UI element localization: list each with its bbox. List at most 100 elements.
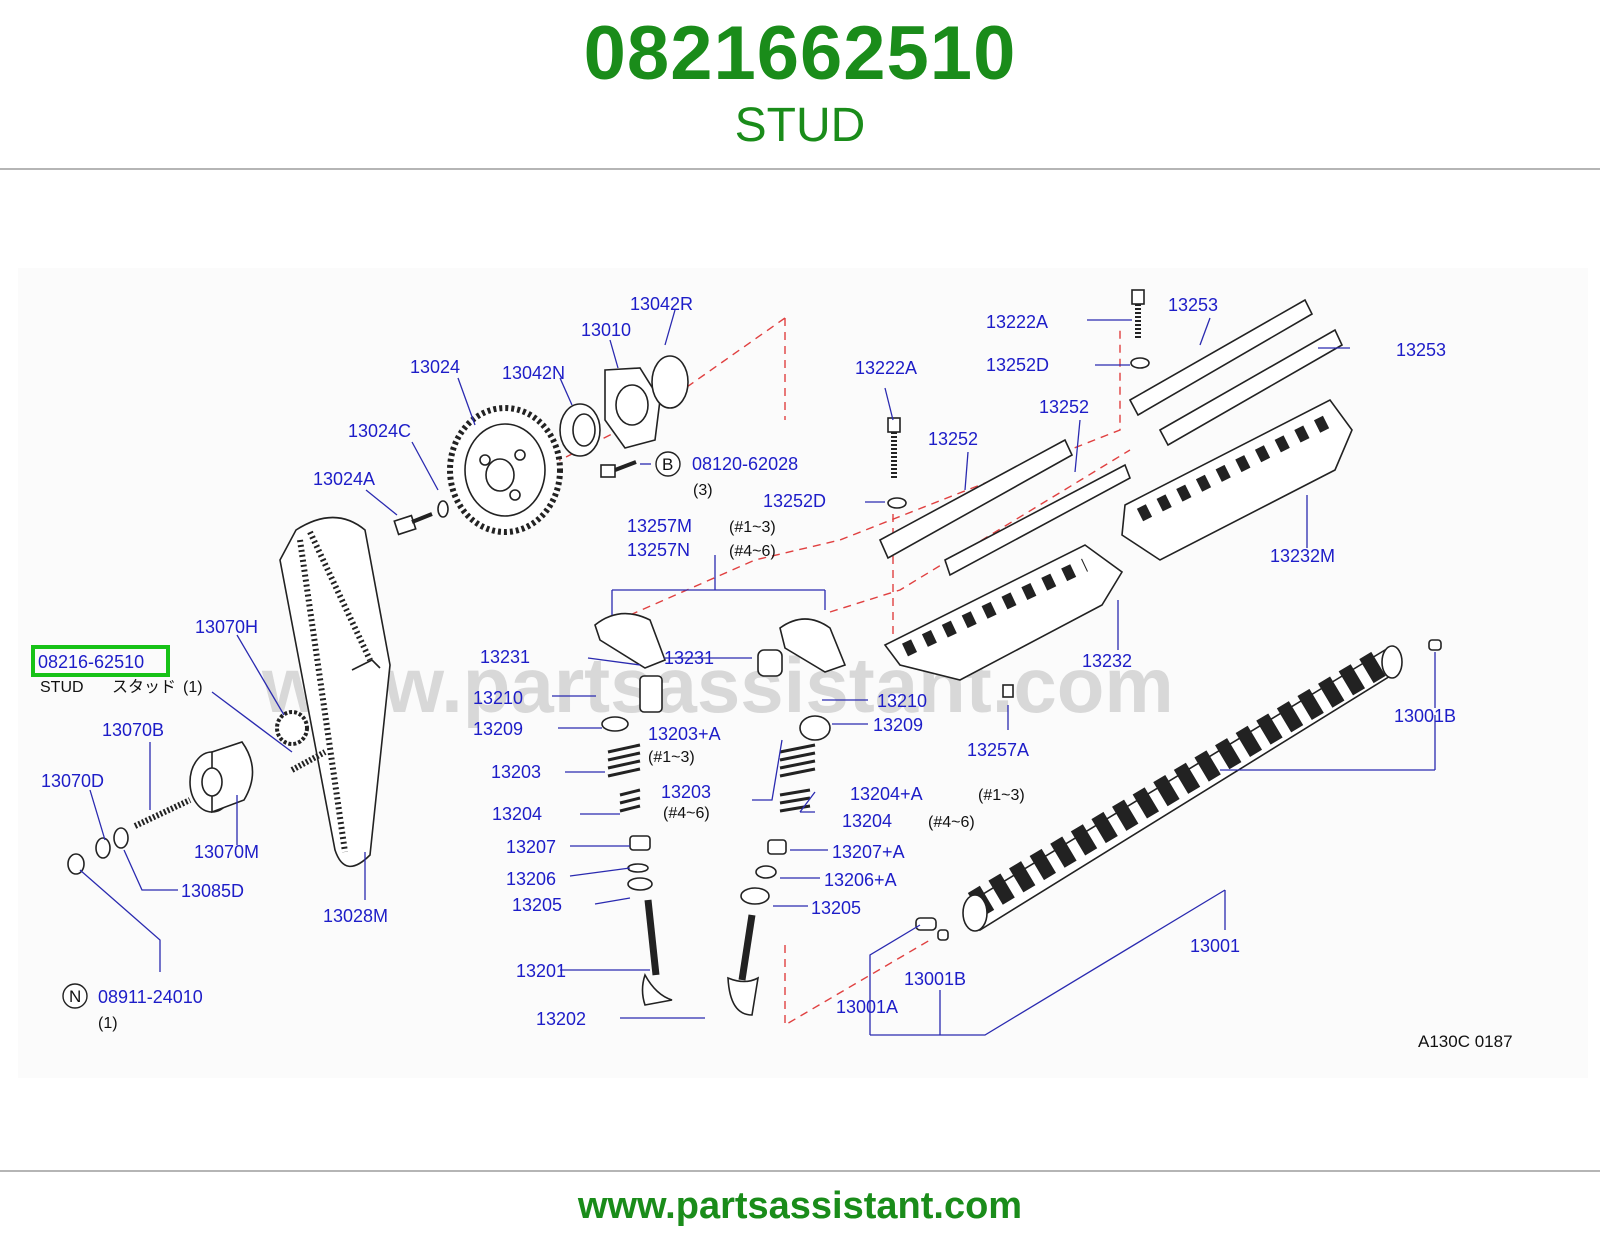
label-13252D-left[interactable]: 13252D	[763, 491, 826, 511]
footer-divider	[0, 1170, 1600, 1172]
circle-b-marker: B	[655, 451, 681, 477]
label-13070B[interactable]: 13070B	[102, 720, 164, 740]
part-number-title: 0821662510	[583, 11, 1017, 96]
label-13001B-left[interactable]: 13001B	[904, 969, 966, 989]
part-name-subtitle: STUD	[734, 99, 866, 152]
oil-seal-13042N	[559, 403, 601, 457]
label-13231-right[interactable]: 13231	[664, 648, 714, 668]
highlight-box	[31, 645, 170, 677]
cam-carrier-13232	[883, 544, 1124, 681]
plug-13042R	[651, 355, 689, 409]
label-13210-left[interactable]: 13210	[473, 688, 523, 708]
svg-text:N: N	[69, 987, 81, 1006]
label-08120-62028[interactable]: 08120-62028	[692, 454, 798, 474]
cam-carrier-13232M	[1121, 398, 1353, 561]
bolt-13070B	[133, 797, 192, 829]
footer-url[interactable]: www.partsassistant.com	[577, 1185, 1023, 1227]
label-13203-left[interactable]: 13203	[491, 762, 541, 782]
label-13209-left[interactable]: 13209	[473, 719, 523, 739]
timing-belt-13028M	[279, 516, 391, 868]
label-13204-left[interactable]: 13204	[492, 804, 542, 824]
header: 0821662510 STUD	[0, 0, 1600, 170]
bolt-13024A	[393, 500, 449, 536]
label-13028M[interactable]: 13028M	[323, 906, 388, 926]
watermark-text: www.partsassistant.com	[261, 641, 1174, 729]
label-13204-right[interactable]: 13204	[842, 811, 892, 831]
label-13001B-right[interactable]: 13001B	[1394, 706, 1456, 726]
camshaft-13001	[962, 645, 1403, 932]
cam-plugs-13001B	[915, 639, 1442, 941]
washers-13070D-13085D	[67, 827, 129, 875]
label-13210-right[interactable]: 13210	[877, 691, 927, 711]
label-13203-right[interactable]: 13203	[661, 782, 711, 802]
label-13201[interactable]: 13201	[516, 961, 566, 981]
label-13024[interactable]: 13024	[410, 357, 460, 377]
label-13070D[interactable]: 13070D	[41, 771, 104, 791]
label-13252-right[interactable]: 13252	[1039, 397, 1089, 417]
cam-sprocket-13024	[447, 405, 563, 535]
label-13001[interactable]: 13001	[1190, 936, 1240, 956]
bolt-08120-62028	[600, 460, 637, 478]
label-13205-left[interactable]: 13205	[512, 895, 562, 915]
label-highlight-qty: (1)	[183, 679, 203, 696]
label-13204A-cyl: (#1~3)	[978, 787, 1025, 804]
label-13257N[interactable]: 13257N	[627, 540, 690, 560]
label-highlight-part[interactable]: 08216-62510	[38, 652, 144, 672]
label-08120-62028-qty: (3)	[693, 482, 713, 499]
label-13085D[interactable]: 13085D	[181, 881, 244, 901]
tensioner-spring-13070H	[275, 710, 309, 746]
label-13001A[interactable]: 13001A	[836, 997, 898, 1017]
label-13257A[interactable]: 13257A	[967, 740, 1029, 760]
diagram-code: A130C 0187	[1418, 1032, 1513, 1051]
header-divider	[0, 168, 1600, 170]
label-13203A[interactable]: 13203+A	[648, 724, 721, 744]
label-13232[interactable]: 13232	[1082, 651, 1132, 671]
label-13206[interactable]: 13206	[506, 869, 556, 889]
housing-13010	[604, 367, 661, 449]
label-13252-left[interactable]: 13252	[928, 429, 978, 449]
dowel-13257A	[1002, 684, 1014, 698]
label-13209-right[interactable]: 13209	[873, 715, 923, 735]
label-13203-right-cyl: (#4~6)	[663, 805, 710, 822]
tensioner-pulley-13070M	[189, 741, 254, 814]
circle-n-marker: N	[62, 983, 88, 1009]
label-13252D-right[interactable]: 13252D	[986, 355, 1049, 375]
label-13207[interactable]: 13207	[506, 837, 556, 857]
svg-text:B: B	[662, 455, 673, 474]
label-13206A[interactable]: 13206+A	[824, 870, 897, 890]
label-13202[interactable]: 13202	[536, 1009, 586, 1029]
label-13070M[interactable]: 13070M	[194, 842, 259, 862]
bolts-13222A	[887, 289, 1150, 509]
label-13024C[interactable]: 13024C	[348, 421, 411, 441]
valve-train-right	[727, 649, 831, 1016]
label-13222A-right[interactable]: 13222A	[986, 312, 1048, 332]
label-13070H[interactable]: 13070H	[195, 617, 258, 637]
label-highlight-name: STUD	[40, 679, 84, 696]
label-08911-24010[interactable]: 08911-24010	[98, 987, 203, 1007]
label-13042N[interactable]: 13042N	[502, 363, 565, 383]
label-13222A-left[interactable]: 13222A	[855, 358, 917, 378]
label-13207A[interactable]: 13207+A	[832, 842, 905, 862]
label-08911-24010-qty: (1)	[98, 1015, 118, 1032]
label-13024A[interactable]: 13024A	[313, 469, 375, 489]
label-13231-left[interactable]: 13231	[480, 647, 530, 667]
label-13257N-cyl: (#4~6)	[729, 543, 776, 560]
label-13232M[interactable]: 13232M	[1270, 546, 1335, 566]
label-13253-right[interactable]: 13253	[1396, 340, 1446, 360]
rocker-shafts-13253	[1128, 298, 1344, 447]
rocker-arms-13257M	[594, 612, 847, 673]
label-13203A-cyl: (#1~3)	[648, 749, 695, 766]
leader-lines	[79, 309, 1436, 1036]
label-13204-right-cyl: (#4~6)	[928, 814, 975, 831]
label-13010[interactable]: 13010	[581, 320, 631, 340]
label-13257M[interactable]: 13257M	[627, 516, 692, 536]
label-13042R[interactable]: 13042R	[630, 294, 693, 314]
label-13257M-cyl: (#1~3)	[729, 519, 776, 536]
rocker-shafts-13252	[878, 438, 1131, 577]
label-13205-right[interactable]: 13205	[811, 898, 861, 918]
label-13204A[interactable]: 13204+A	[850, 784, 923, 804]
label-highlight-jp-name: スタッド	[112, 678, 176, 696]
label-13253-top[interactable]: 13253	[1168, 295, 1218, 315]
valve-train-left	[601, 675, 673, 1006]
